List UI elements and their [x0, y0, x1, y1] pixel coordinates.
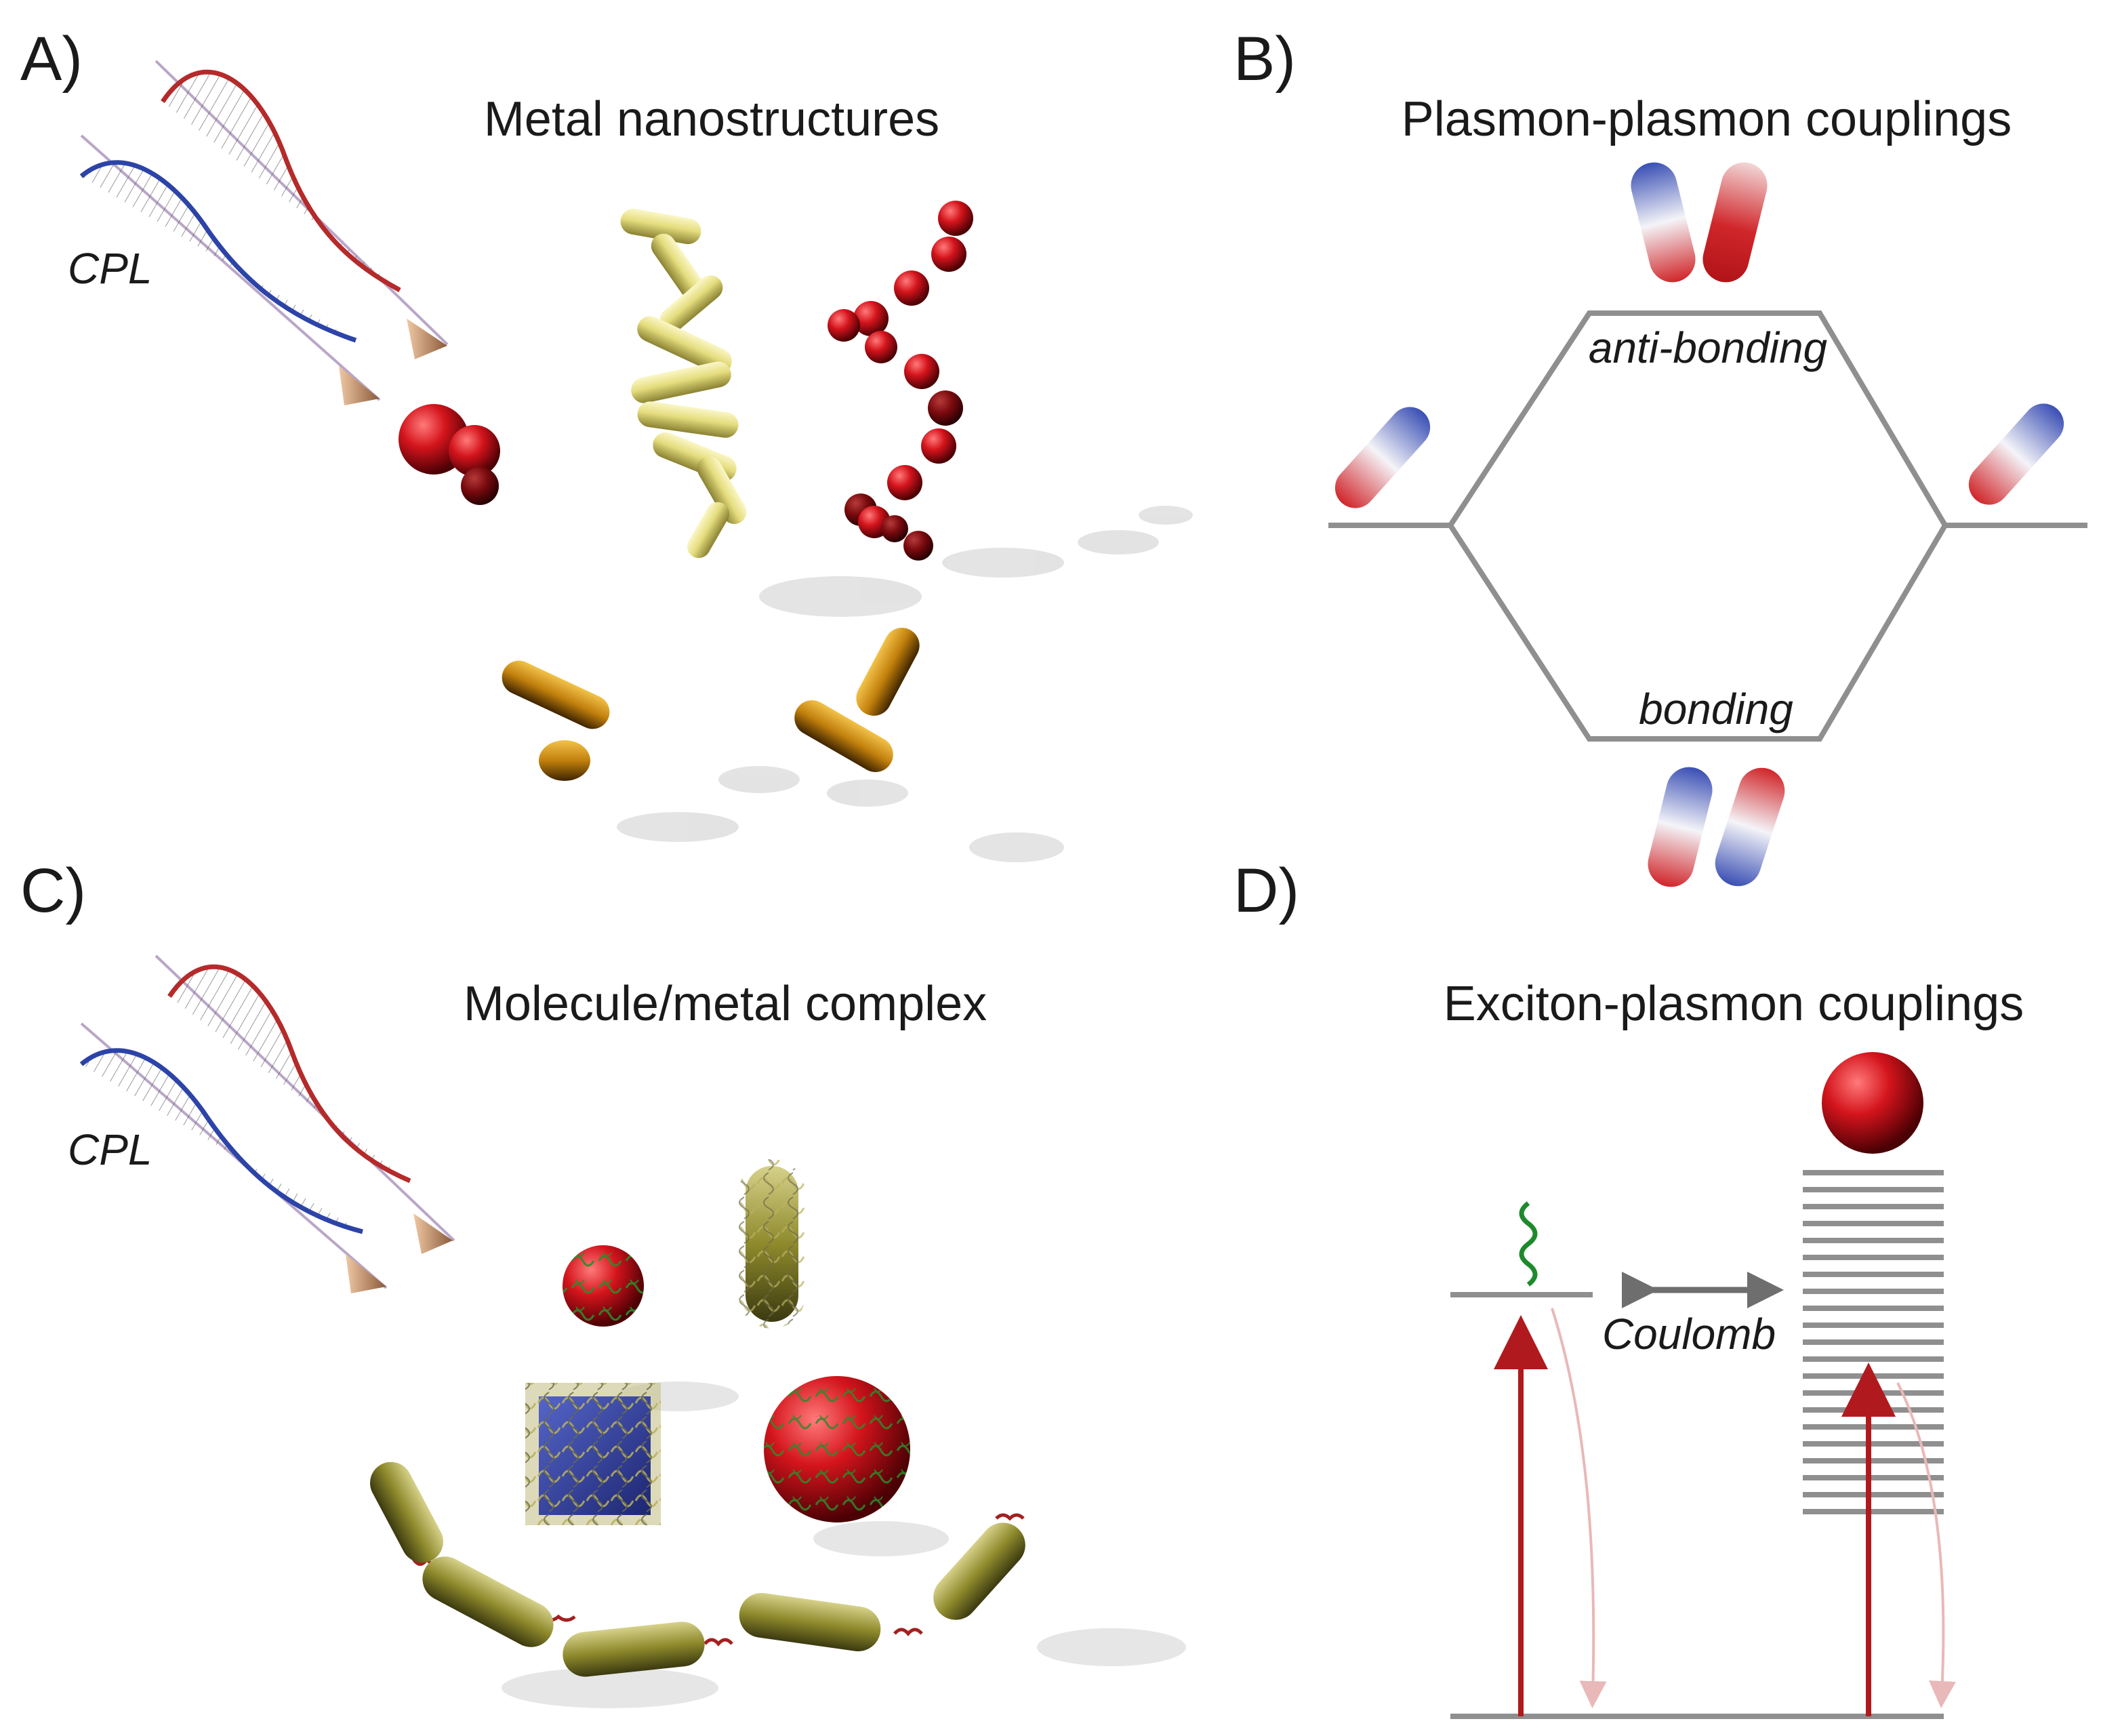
dipole-rod: [1631, 162, 1696, 283]
panel-b-label: B): [1233, 24, 1296, 94]
helical-sphere-chain: [828, 201, 973, 561]
cone-arrow-icon: [346, 1254, 386, 1293]
nanorod: [794, 700, 893, 772]
nanorod: [637, 401, 739, 438]
linked-rod-chain: [369, 1461, 1025, 1677]
right-dipole-rod: [1968, 403, 2064, 505]
panel-a-label: A): [20, 24, 83, 94]
wave-hatch: [163, 72, 393, 285]
panel-a: A) Metal nanostructures CPL: [20, 24, 1193, 862]
cpl-label-c: CPL: [68, 1125, 152, 1174]
coulomb-label: Coulomb: [1602, 1310, 1776, 1358]
nanorod: [933, 1522, 1025, 1620]
nanorod: [659, 275, 723, 332]
plasmon-relaxation-arrow: [1896, 1382, 1956, 1708]
cpl-waves-c: [79, 954, 455, 1293]
orange-rod-dimer-2: [794, 628, 920, 772]
antibonding-dipole-pair: [1631, 162, 1768, 283]
coated-small-sphere: [563, 1245, 644, 1327]
panel-c-label: C): [20, 856, 86, 925]
panel-d-title: Exciton-plasmon couplings: [1444, 977, 2024, 1031]
bonding-dipole-pair: [1648, 767, 1785, 887]
sphere-trimer: [399, 404, 500, 505]
nanorod: [697, 456, 747, 525]
nanorod: [563, 1621, 705, 1677]
panel-a-title: Metal nanostructures: [484, 92, 939, 146]
panel-b: B) Plasmon-plasmon couplings anti-bondin…: [1233, 24, 2087, 887]
blue-helix-wave: [79, 1048, 363, 1234]
molecule-icon: [1519, 1201, 1538, 1287]
panel-d-label: D): [1233, 856, 1299, 925]
nanorod: [422, 1556, 554, 1647]
dipole-rod: [1702, 162, 1768, 283]
helical-rod-assembly: [620, 208, 747, 559]
nanorod: [620, 208, 701, 245]
hybridization-hexagon: [1447, 310, 1949, 742]
coated-large-sphere: [764, 1376, 910, 1522]
nanorod: [739, 1592, 881, 1652]
plasmon-band-levels: [1803, 1170, 1944, 1514]
red-helix-wave: [167, 964, 411, 1184]
panel-c: C) Molecule/metal complex CPL: [20, 856, 1186, 1708]
nanorod: [856, 628, 920, 716]
nanorod: [651, 233, 705, 300]
blue-helix-wave: [79, 160, 357, 343]
coated-cube: [525, 1383, 661, 1525]
floor-shadows-a: [617, 506, 1193, 862]
nanorod: [502, 660, 610, 729]
coated-rod: [739, 1159, 805, 1329]
left-dipole-rod: [1334, 407, 1431, 508]
cone-arrow-icon: [339, 366, 380, 405]
panel-c-title: Molecule/metal complex: [464, 977, 987, 1031]
cone-arrow-icon: [407, 319, 447, 359]
gold-sphere: [449, 425, 500, 477]
orange-rod-dimer-1: [502, 660, 610, 781]
cone-arrow-icon: [413, 1213, 453, 1254]
nanorod: [369, 1461, 444, 1563]
metal-nanoparticle: [1822, 1052, 1923, 1154]
panel-b-title: Plasmon-plasmon couplings: [1402, 92, 2012, 146]
nanorod: [687, 502, 729, 559]
cpl-waves-a: [79, 60, 449, 405]
bonding-label: bonding: [1639, 685, 1793, 733]
nanorod: [637, 316, 732, 374]
dipole-rod: [1715, 767, 1785, 887]
nanosphere: [539, 740, 590, 781]
cpl-label-a: CPL: [68, 244, 152, 293]
dipole-rod: [1648, 767, 1713, 887]
red-helix-wave: [161, 69, 401, 293]
gold-sphere: [461, 467, 499, 505]
nanorod: [631, 361, 731, 403]
panel-d: D) Exciton-plasmon couplings Coulomb: [1233, 856, 2024, 1719]
wave-hatch: [81, 162, 352, 339]
relaxation-arrow: [1551, 1308, 1607, 1708]
anti-bonding-label: anti-bonding: [1589, 323, 1828, 372]
